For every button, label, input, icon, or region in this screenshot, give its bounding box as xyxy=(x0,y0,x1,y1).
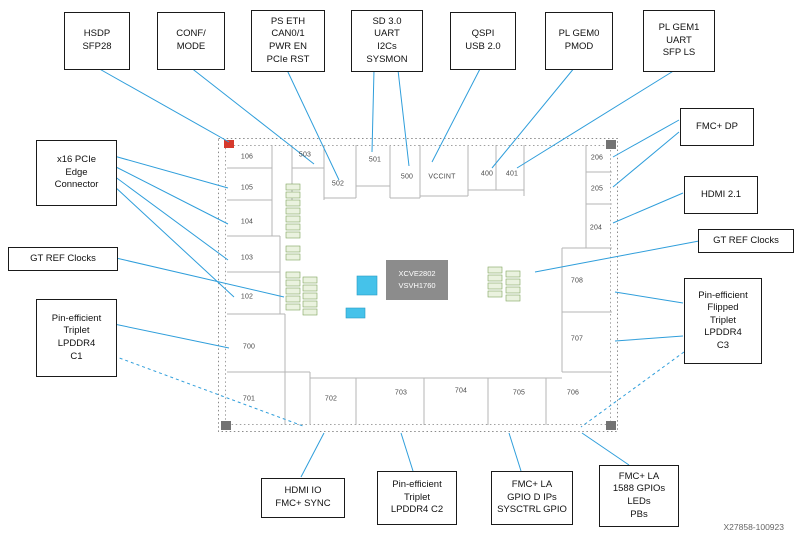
bank-label-708: 708 xyxy=(570,277,584,285)
callout-pcie-edge: x16 PCIe Edge Connector xyxy=(36,140,117,206)
callout-ps-eth-label: PS ETH CAN0/1 PWR EN PCIe RST xyxy=(266,15,310,65)
callout-qspi-usb: QSPI USB 2.0 xyxy=(450,12,516,70)
callout-pl-gem0: PL GEM0 PMOD xyxy=(545,12,613,70)
bank-label-103: 103 xyxy=(240,254,254,262)
callout-fmc-la-gpio: FMC+ LA GPIO D IPs SYSCTRL GPIO xyxy=(491,471,573,525)
bank-label-700: 700 xyxy=(242,343,256,351)
callout-gt-ref-right: GT REF Clocks xyxy=(698,229,794,253)
callout-lpddr4-c1-label: Pin-efficient Triplet LPDDR4 C1 xyxy=(51,312,102,362)
callout-sd-uart-label: SD 3.0 UART I2Cs SYSMON xyxy=(366,15,408,65)
bank-label-104: 104 xyxy=(240,218,254,226)
bank-label-204: 204 xyxy=(589,224,603,232)
callout-gt-ref-left-label: GT REF Clocks xyxy=(30,252,96,264)
callout-fmc-la-gpio-label: FMC+ LA GPIO D IPs SYSCTRL GPIO xyxy=(497,479,567,516)
bank-partition-lines xyxy=(227,145,612,425)
device-part-line1: XCVE2802 xyxy=(398,269,436,279)
hard-block-a xyxy=(356,275,378,296)
bank-label-702: 702 xyxy=(324,395,338,403)
device-part-label: XCVE2802 VSVH1760 xyxy=(386,260,448,300)
bank-label-205: 205 xyxy=(590,185,604,193)
callout-fmc-la-1588: FMC+ LA 1588 GPIOs LEDs PBs xyxy=(599,465,679,527)
bank-label-106: 106 xyxy=(240,153,254,161)
callout-fmc-dp-label: FMC+ DP xyxy=(696,120,738,132)
corner-markers xyxy=(221,140,616,430)
callout-pcie-edge-label: x16 PCIe Edge Connector xyxy=(54,154,99,191)
callout-fmc-la-1588-label: FMC+ LA 1588 GPIOs LEDs PBs xyxy=(612,470,666,520)
callout-ps-eth: PS ETH CAN0/1 PWR EN PCIe RST xyxy=(251,10,325,72)
bank-label-102: 102 xyxy=(240,293,254,301)
callout-fmc-dp: FMC+ DP xyxy=(680,108,754,146)
bank-label-206: 206 xyxy=(590,154,604,162)
bank-label-502: 502 xyxy=(331,180,345,188)
callout-sd-uart: SD 3.0 UART I2Cs SYSMON xyxy=(351,10,423,72)
callout-qspi-usb-label: QSPI USB 2.0 xyxy=(465,28,501,52)
callout-conf-mode: CONF/ MODE xyxy=(157,12,225,70)
callout-lpddr4-c2-label: Pin-efficient Triplet LPDDR4 C2 xyxy=(390,479,444,516)
callout-conf-mode-label: CONF/ MODE xyxy=(176,28,206,52)
bank-label-105: 105 xyxy=(240,184,254,192)
callout-hsdp-sfp28: HSDP SFP28 xyxy=(64,12,130,70)
bank-label-401: 401 xyxy=(505,170,519,178)
chip-pin-border xyxy=(218,138,618,432)
callout-lpddr4-c1: Pin-efficient Triplet LPDDR4 C1 xyxy=(36,299,117,377)
figure-doc-id: X27858-100923 xyxy=(723,522,784,532)
bank-label-501: 501 xyxy=(368,156,382,164)
pin1-marker xyxy=(224,140,234,148)
bank-label-vccint: VCCINT xyxy=(428,173,456,181)
bank-label-500: 500 xyxy=(400,173,414,181)
callout-pl-gem1-label: PL GEM1 UART SFP LS xyxy=(658,22,700,59)
callout-gt-ref-left: GT REF Clocks xyxy=(8,247,118,271)
callout-gt-ref-right-label: GT REF Clocks xyxy=(713,234,779,246)
bank-label-705: 705 xyxy=(512,389,526,397)
device-part-line2: VSVH1760 xyxy=(398,281,436,290)
callout-hdmi-io: HDMI IO FMC+ SYNC xyxy=(261,478,345,518)
bank-label-400: 400 xyxy=(480,170,494,178)
io-bank-blocks xyxy=(285,183,521,316)
callout-lpddr4-c2: Pin-efficient Triplet LPDDR4 C2 xyxy=(377,471,457,525)
bank-label-503: 503 xyxy=(298,151,312,159)
callout-pl-gem1: PL GEM1 UART SFP LS xyxy=(643,10,715,72)
bank-label-706: 706 xyxy=(566,389,580,397)
callout-lpddr4-c3-label: Pin-efficient Flipped Triplet LPDDR4 C3 xyxy=(698,289,748,351)
callout-hdmi-21-label: HDMI 2.1 xyxy=(700,188,742,200)
leader-lines xyxy=(95,66,700,478)
bank-label-703: 703 xyxy=(394,389,408,397)
callout-hsdp-sfp28-label: HSDP SFP28 xyxy=(82,28,112,52)
hard-block-b xyxy=(345,307,366,319)
bank-label-704: 704 xyxy=(454,387,468,395)
bank-label-707: 707 xyxy=(570,335,584,343)
callout-hdmi-21: HDMI 2.1 xyxy=(684,176,758,214)
bank-label-701: 701 xyxy=(242,395,256,403)
callout-hdmi-io-label: HDMI IO FMC+ SYNC xyxy=(275,485,331,509)
callout-pl-gem0-label: PL GEM0 PMOD xyxy=(558,28,600,52)
callout-lpddr4-c3: Pin-efficient Flipped Triplet LPDDR4 C3 xyxy=(684,278,762,364)
